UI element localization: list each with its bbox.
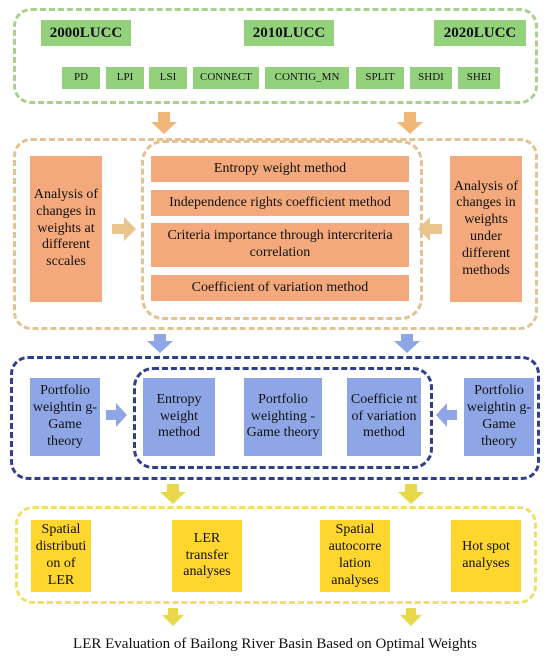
portfolio-inner-frame [133,367,433,469]
inner-entropy-box: Entropy weight method [143,378,215,456]
inner-coef-variation-box: Coefficie nt of variation method [347,378,421,456]
analysis-methods-box: Analysis of changes in weights under dif… [450,156,522,302]
spatial-autocorrelation-box: Spatial autocorre lation analyses [320,520,390,592]
portfolio-frame [10,356,540,480]
arrow-right-icon [106,403,127,427]
metric-shei: SHEI [458,67,500,89]
metric-lsi: LSI [149,67,187,89]
arrow-right-icon [112,217,136,241]
method-coef-variation: Coefficient of variation method [151,275,409,301]
arrow-down-icon [400,608,422,626]
metric-pd: PD [62,67,100,89]
ler-transfer-box: LER transfer analyses [172,520,242,592]
arrow-down-icon [397,112,423,134]
hot-spot-box: Hot spot analyses [451,520,521,592]
metric-lpi: LPI [106,67,144,89]
weights-frame [13,138,538,330]
arrow-down-icon [147,334,173,353]
arrow-left-icon [436,403,457,427]
method-critic: Criteria importance through intercriteri… [151,223,409,267]
portfolio-left-box: Portfolio weightin g-Game theory [30,378,100,456]
year-2000-box: 2000LUCC [41,20,131,46]
method-entropy: Entropy weight method [151,156,409,182]
spatial-distribution-box: Spatial distributi on of LER [31,520,91,592]
year-2010-box: 2010LUCC [244,20,334,46]
metric-contig-mn: CONTIG_MN [265,67,349,89]
arrow-down-icon [160,484,186,504]
analyses-frame [15,506,537,604]
metric-connect: CONNECT [193,67,259,89]
method-independence: Independence rights coefficient method [151,190,409,216]
metric-shdi: SHDI [410,67,452,89]
arrow-down-icon [394,334,420,353]
arrow-down-icon [398,484,424,504]
arrow-down-icon [162,608,184,626]
lucc-frame [13,8,538,104]
arrow-down-icon [151,112,177,134]
inner-portfolio-box: Portfolio weighting -Game theory [244,378,322,456]
year-2020-box: 2020LUCC [434,20,526,46]
arrow-left-icon [418,217,442,241]
final-result-title: LER Evaluation of Bailong River Basin Ba… [73,636,477,652]
metric-split: SPLIT [356,67,404,89]
portfolio-right-box: Portfolio weightin g-Game theory [464,378,534,456]
analysis-scales-box: Analysis of changes in weights at differ… [30,156,102,302]
